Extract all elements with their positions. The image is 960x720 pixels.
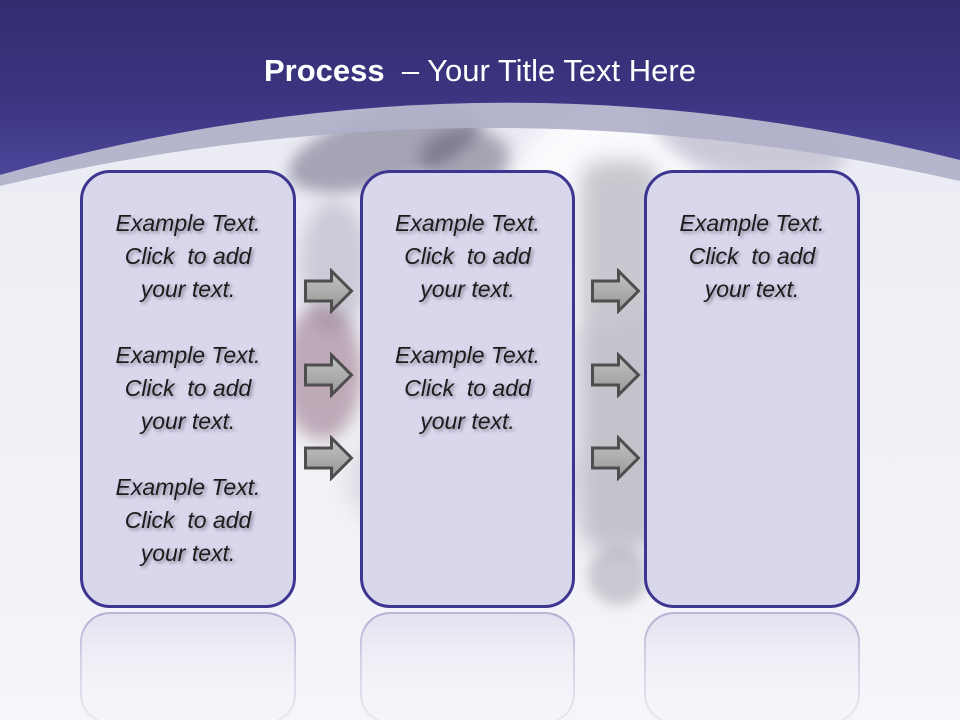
text-line: Example Text. (395, 210, 540, 236)
text-line: Example Text. (115, 474, 261, 500)
text-line: Click to add (124, 507, 252, 533)
text-line: your text. (704, 276, 800, 302)
text-line: Click to add (124, 243, 252, 269)
process-box-3[interactable]: Example Text. Click to add your text. (644, 170, 860, 608)
text-line: your text. (140, 276, 236, 302)
placeholder-paragraph[interactable]: Example Text. Click to add your text. (83, 207, 293, 306)
placeholder-paragraph[interactable]: Example Text. Click to add your text. (363, 207, 572, 306)
text-line: Click to add (404, 375, 531, 401)
placeholder-paragraph[interactable]: Example Text. Click to add your text. (83, 339, 293, 438)
header-curve-shape (0, 0, 960, 175)
block-arrow-right-icon (304, 352, 354, 398)
placeholder-paragraph[interactable]: Example Text. Click to add your text. (83, 471, 293, 570)
block-arrow-right-icon (304, 268, 354, 314)
process-box-1[interactable]: Example Text. Click to add your text. Ex… (80, 170, 296, 608)
text-line: your text. (140, 408, 236, 434)
photo-blob-hand (588, 545, 648, 605)
text-line: Click to add (688, 243, 816, 269)
text-line: Click to add (404, 243, 531, 269)
placeholder-paragraph[interactable]: Example Text. Click to add your text. (363, 339, 572, 438)
box-reflection-1 (80, 612, 296, 720)
box-reflection-3 (644, 612, 860, 720)
text-line: Example Text. (115, 210, 261, 236)
box-reflection-2 (360, 612, 575, 720)
block-arrow-right-icon (591, 435, 641, 481)
title-placeholder-text: – Your Title Text Here (384, 53, 696, 88)
title-keyword: Process (264, 53, 385, 88)
header-band-curve (0, 102, 960, 186)
text-line: Example Text. (679, 210, 825, 236)
slide-title[interactable]: Process – Your Title Text Here (0, 52, 960, 90)
text-line: your text. (140, 540, 236, 566)
placeholder-paragraph[interactable]: Example Text. Click to add your text. (647, 207, 857, 306)
text-line: Example Text. (115, 342, 261, 368)
process-box-2[interactable]: Example Text. Click to add your text. Ex… (360, 170, 575, 608)
block-arrow-right-icon (591, 352, 641, 398)
text-line: your text. (420, 408, 515, 434)
header-banner (0, 0, 960, 186)
text-line: Example Text. (395, 342, 540, 368)
text-line: your text. (420, 276, 515, 302)
text-line: Click to add (124, 375, 252, 401)
block-arrow-right-icon (591, 268, 641, 314)
block-arrow-right-icon (304, 435, 354, 481)
